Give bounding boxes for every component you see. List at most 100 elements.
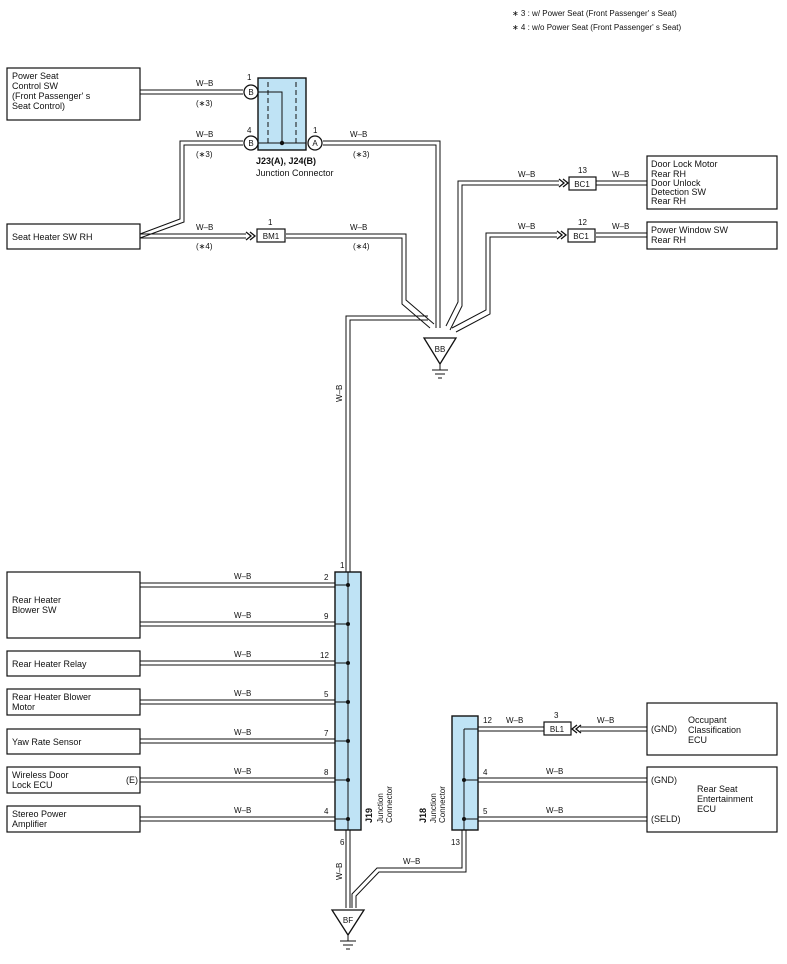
connector-arrow bbox=[571, 724, 582, 734]
connector-bm1: BM1 bbox=[256, 228, 286, 243]
door-lock-motor-rear-rh: Door Lock Motor Rear RH Door Unlock Dete… bbox=[646, 155, 778, 210]
pin-j19-2: 2 bbox=[324, 573, 329, 582]
pin-j19-9: 9 bbox=[324, 612, 329, 621]
j23-sublabel: Junction Connector bbox=[256, 168, 334, 178]
wire-label: W–B bbox=[518, 170, 535, 179]
svg-text:Entertainment: Entertainment bbox=[697, 794, 754, 804]
wire-label-vertical: W–B bbox=[335, 863, 344, 880]
wire-label: W–B bbox=[597, 716, 614, 725]
wire-label: W–B bbox=[506, 716, 523, 725]
wire-bc1-door-lock bbox=[445, 180, 559, 331]
connector-bc1-door-lock: BC1 bbox=[568, 176, 597, 191]
j19-sublabel-2: Connector bbox=[385, 786, 394, 823]
svg-text:Stereo Power: Stereo Power bbox=[12, 809, 67, 819]
wire-rear-heater-blower-sw-9 bbox=[140, 621, 335, 627]
junction-connector-j23-j24 bbox=[257, 77, 307, 151]
connector-arrow bbox=[558, 178, 569, 188]
j18-sublabel-1: Junction bbox=[429, 793, 438, 823]
wire-label: W–B bbox=[350, 223, 367, 232]
occupant-classification-ecu: (GND) Occupant Classification ECU bbox=[646, 702, 778, 756]
svg-text:Control SW: Control SW bbox=[12, 81, 59, 91]
connector-arrow bbox=[556, 230, 567, 240]
pin-j19-12: 12 bbox=[320, 651, 329, 660]
wire-bc1-power-window bbox=[451, 232, 557, 333]
svg-text:Rear Seat: Rear Seat bbox=[697, 784, 738, 794]
wire-label: W–B bbox=[196, 223, 213, 232]
terminal-tag-gnd: (GND) bbox=[651, 724, 677, 734]
pin-j18-12: 12 bbox=[483, 716, 492, 725]
connector-bl1: BL1 bbox=[543, 721, 572, 736]
condition-label: (∗3) bbox=[196, 99, 213, 108]
wire-power-seat-sw bbox=[140, 89, 243, 95]
junction-connector-j19 bbox=[334, 571, 362, 831]
svg-text:Blower SW: Blower SW bbox=[12, 605, 57, 615]
wire-door-lock-motor bbox=[596, 180, 647, 186]
wire-label: W–B bbox=[546, 806, 563, 815]
svg-text:Rear Heater Blower: Rear Heater Blower bbox=[12, 692, 91, 702]
terminal-tag-gnd: (GND) bbox=[651, 775, 677, 785]
power-window-sw-rear-rh: Power Window SW Rear RH bbox=[646, 221, 778, 250]
svg-text:B: B bbox=[248, 139, 253, 148]
note-power-seat: ∗ 3 : w/ Power Seat (Front Passenger' s … bbox=[512, 9, 677, 18]
stereo-power-amplifier: Stereo Power Amplifier bbox=[6, 805, 141, 833]
j18-label: J18 bbox=[418, 808, 428, 823]
wire-wireless-door-lock-ecu bbox=[140, 777, 335, 783]
wire-j19-bf bbox=[345, 830, 351, 908]
pin-bm1: 1 bbox=[268, 218, 273, 227]
svg-text:Seat Control): Seat Control) bbox=[12, 101, 65, 111]
pin-j19-1: 1 bbox=[340, 561, 345, 570]
svg-text:Rear RH: Rear RH bbox=[651, 235, 686, 245]
pin-j18-5: 5 bbox=[483, 807, 488, 816]
pin-j18-4: 4 bbox=[483, 768, 488, 777]
terminal-tag-seld: (SELD) bbox=[651, 814, 681, 824]
note-no-power-seat: ∗ 4 : w/o Power Seat (Front Passenger' s… bbox=[512, 23, 682, 32]
wire-j18-rse-seld bbox=[478, 816, 647, 822]
svg-text:Seat Heater SW RH: Seat Heater SW RH bbox=[12, 232, 93, 242]
pin-j19-6: 6 bbox=[340, 838, 345, 847]
pin-bc1-13: 13 bbox=[578, 166, 587, 175]
svg-text:BF: BF bbox=[343, 916, 353, 925]
wire-label: W–B bbox=[234, 572, 251, 581]
svg-text:Power Seat: Power Seat bbox=[12, 71, 59, 81]
svg-text:Door Unlock: Door Unlock bbox=[651, 178, 701, 188]
svg-text:(Front Passenger' s: (Front Passenger' s bbox=[12, 91, 91, 101]
pin-j19-4: 4 bbox=[324, 807, 329, 816]
wire-j18-rse-gnd bbox=[478, 777, 647, 783]
yaw-rate-sensor: Yaw Rate Sensor bbox=[6, 728, 141, 755]
wire-label: W–B bbox=[234, 728, 251, 737]
connector-arrow bbox=[245, 231, 256, 241]
wire-stereo-power-amplifier bbox=[140, 816, 335, 822]
svg-text:Classification: Classification bbox=[688, 725, 741, 735]
wire-label: W–B bbox=[403, 857, 420, 866]
pin-j19-7: 7 bbox=[324, 729, 329, 738]
svg-text:Yaw Rate Sensor: Yaw Rate Sensor bbox=[12, 737, 81, 747]
wire-label: W–B bbox=[234, 806, 251, 815]
ground-bf: BF bbox=[330, 909, 366, 950]
svg-text:BC1: BC1 bbox=[573, 232, 589, 241]
svg-text:BC1: BC1 bbox=[574, 180, 590, 189]
wire-seat-heater-bm1 bbox=[140, 233, 246, 239]
terminal-b-pin4: B bbox=[243, 135, 259, 151]
wire-label: W–B bbox=[350, 130, 367, 139]
wireless-door-lock-ecu: Wireless Door Lock ECU (E) bbox=[6, 766, 141, 794]
wire-j18-bf bbox=[351, 830, 467, 908]
condition-label: (∗3) bbox=[353, 150, 370, 159]
svg-text:Door Lock Motor: Door Lock Motor bbox=[651, 159, 718, 169]
wire-rear-heater-blower-motor bbox=[140, 699, 335, 705]
wire-j18-bl1 bbox=[478, 726, 544, 732]
pin-j19-5: 5 bbox=[324, 690, 329, 699]
wire-label: W–B bbox=[234, 767, 251, 776]
pin-j23-1: 1 bbox=[247, 73, 252, 82]
connector-bc1-power-window: BC1 bbox=[567, 228, 596, 243]
wire-j23-pin4 bbox=[139, 140, 243, 239]
terminal-a-pin1: A bbox=[307, 135, 323, 151]
rear-heater-blower-motor: Rear Heater Blower Motor bbox=[6, 688, 141, 716]
svg-text:BB: BB bbox=[435, 345, 446, 354]
pin-j19-8: 8 bbox=[324, 768, 329, 777]
j18-sublabel-2: Connector bbox=[438, 786, 447, 823]
wire-label: W–B bbox=[612, 170, 629, 179]
terminal-b-pin1: B bbox=[243, 84, 259, 100]
svg-text:Rear RH: Rear RH bbox=[651, 169, 686, 179]
svg-text:Power Window SW: Power Window SW bbox=[651, 225, 729, 235]
